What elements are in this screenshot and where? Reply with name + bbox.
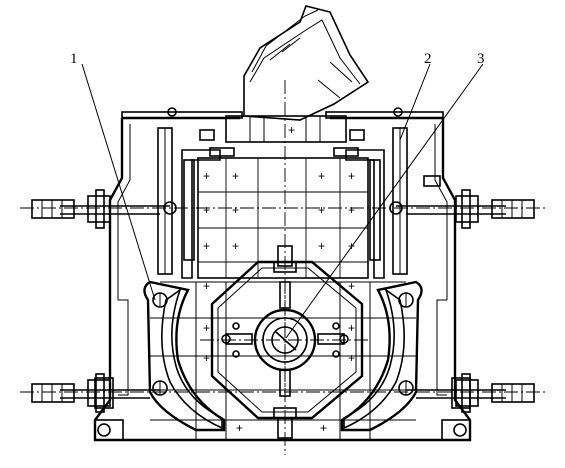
svg-text:+: +	[348, 279, 355, 293]
svg-text:+: +	[203, 203, 210, 217]
svg-text:+: +	[318, 203, 325, 217]
svg-text:+: +	[203, 351, 210, 365]
svg-text:+: +	[203, 239, 210, 253]
svg-text:+: +	[236, 421, 243, 435]
svg-text:+: +	[288, 123, 295, 137]
svg-text:+: +	[318, 239, 325, 253]
feed-chute: +	[225, 5, 370, 143]
part-label-2: 2	[424, 51, 432, 67]
left-impact-plate	[143, 280, 226, 432]
svg-text:+: +	[318, 169, 325, 183]
svg-text:+: +	[232, 203, 239, 217]
svg-text:+: +	[320, 421, 327, 435]
svg-text:+: +	[348, 321, 355, 335]
svg-text:+: +	[348, 203, 355, 217]
svg-text:+: +	[203, 321, 210, 335]
part-label-3: 3	[477, 51, 485, 67]
left-adjusting-rods	[31, 189, 177, 413]
center-lines	[20, 80, 548, 455]
part-label-1: 1	[70, 51, 78, 67]
grid-screen: + + + + + + + + + + + + + + + + + + + +	[150, 157, 416, 440]
svg-text:+: +	[203, 279, 210, 293]
screen-plates	[157, 107, 408, 279]
svg-text:+: +	[348, 351, 355, 365]
svg-text:+: +	[232, 169, 239, 183]
svg-text:+: +	[348, 169, 355, 183]
leader-lines	[81, 63, 484, 339]
svg-text:+: +	[348, 239, 355, 253]
right-impact-plate	[340, 280, 423, 432]
svg-text:+: +	[203, 169, 210, 183]
base-feet	[94, 377, 471, 441]
outer-housing	[93, 111, 472, 442]
svg-text:+: +	[232, 239, 239, 253]
right-adjusting-rods	[389, 175, 535, 413]
